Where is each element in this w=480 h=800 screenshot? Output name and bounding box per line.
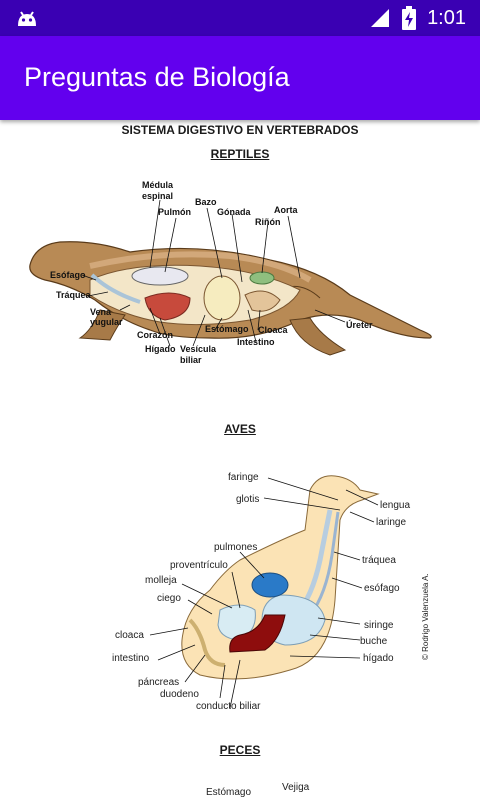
label-lengua: lengua (380, 500, 410, 511)
label-aorta: Aorta (274, 205, 298, 215)
label-faringe: faringe (228, 472, 259, 483)
label-esofago: esófago (364, 583, 400, 594)
bird-diagram: faringe glotis lengua laringe pulmones t… (112, 472, 430, 710)
label-traquea: tráquea (362, 555, 396, 566)
label-siringe: siringe (364, 620, 394, 631)
label-pulmones: pulmones (214, 542, 257, 553)
label-gonada: Gónada (217, 207, 251, 217)
status-time: 1:01 (427, 6, 466, 29)
section-aves-heading: AVES (224, 422, 256, 436)
label-higado: hígado (363, 653, 394, 664)
label-vesicula: Vesícula (180, 344, 217, 354)
label-traquea: Tráquea (56, 290, 92, 300)
label-medula: Médula (142, 180, 174, 190)
label-cloaca: cloaca (115, 630, 144, 641)
label-glotis: glotis (236, 494, 259, 505)
android-debug-icon (18, 11, 36, 26)
label-corazon: Corazón (137, 330, 173, 340)
label-yugular: yugular (90, 317, 123, 327)
label-pulmon: Pulmón (158, 207, 191, 217)
label-molleja: molleja (145, 575, 177, 586)
label-intestino: Intestino (237, 337, 275, 347)
label-buche: buche (360, 636, 388, 647)
label-laringe: laringe (376, 517, 406, 528)
label-vejiga: Vejiga (282, 782, 310, 793)
label-ciego: ciego (157, 593, 181, 604)
battery-charging-icon (402, 6, 417, 30)
label-intestino: intestino (112, 653, 150, 664)
label-conducto-biliar: conducto biliar (196, 701, 261, 710)
section-reptiles-heading: REPTILES (210, 147, 270, 161)
content-image[interactable]: SISTEMA DIGESTIVO EN VERTEBRADOS REPTILE… (0, 120, 480, 800)
label-ureter: Úreter (346, 319, 373, 330)
label-espinal: espinal (142, 191, 173, 201)
label-vena: Vena (90, 307, 112, 317)
label-biliar: biliar (180, 355, 202, 365)
section-peces-heading: PECES (219, 743, 261, 757)
label-esofago: Esófago (50, 270, 86, 280)
reptile-diagram: Médula espinal Pulmón Bazo Gónada Riñón … (29, 180, 432, 365)
label-proventriculo: proventrículo (170, 560, 228, 571)
diagram-credit: © Rodrigo Valenzuela A. (421, 573, 430, 660)
label-bazo: Bazo (195, 197, 217, 207)
label-rinon: Riñón (255, 217, 281, 227)
app-title: Preguntas de Biología (24, 62, 290, 92)
label-higado: Hígado (145, 344, 176, 354)
label-pancreas: páncreas (138, 677, 179, 688)
document-title: SISTEMA DIGESTIVO EN VERTEBRADOS (121, 123, 359, 137)
signal-icon (371, 9, 390, 27)
label-estomago: Estómago (205, 324, 249, 334)
label-cloaca: Cloaca (258, 325, 289, 335)
status-bar: 1:01 (0, 0, 480, 36)
app-bar: Preguntas de Biología (0, 36, 480, 120)
label-estomago-pez: Estómago (206, 787, 251, 798)
fish-diagram: Estómago Vejiga (206, 782, 310, 798)
label-duodeno: duodeno (160, 689, 199, 700)
